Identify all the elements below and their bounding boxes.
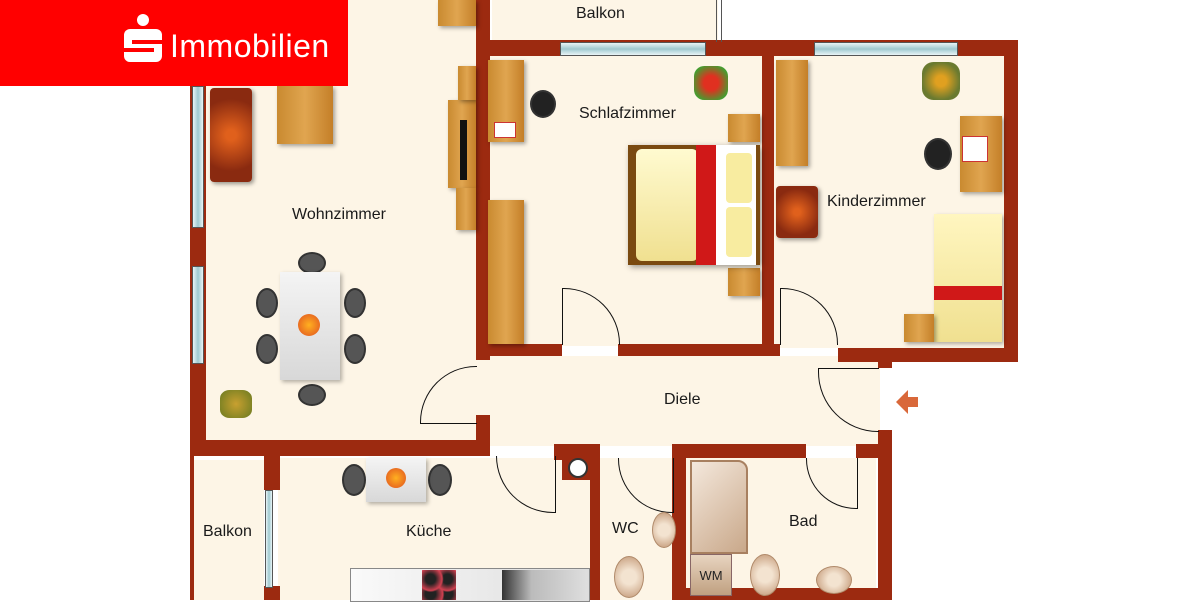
wall [856,444,892,458]
window [265,490,273,588]
wall [1004,40,1018,362]
room-label-bad: Bad [789,513,818,530]
balkon-top-floor [492,0,718,42]
toilet-icon [750,554,780,596]
wall [476,344,562,356]
shower-tray-icon [690,460,748,554]
nightstand [904,314,934,342]
single-bed [934,214,1002,342]
chair-icon [256,288,278,318]
fruit-bowl-icon [298,314,320,336]
chimney-icon [568,458,588,478]
room-label-kinderzimmer: Kinderzimmer [827,193,926,210]
office-chair-icon [924,138,952,170]
chair-icon [428,464,452,496]
wall [190,456,194,600]
nightstand [728,268,760,296]
balkon-left-floor [192,460,264,600]
room-label-schlafzimmer: Schlafzimmer [579,105,676,122]
plant-icon [694,66,728,100]
wardrobe [488,200,524,344]
wall [838,348,1018,362]
wardrobe [776,60,808,166]
wall [264,586,280,600]
stove-icon [422,570,456,600]
shelf [458,66,476,100]
wall [476,415,490,455]
balcony-railing [716,0,722,42]
fruit-bowl-icon [386,468,406,488]
diele-floor [480,356,880,446]
room-label-balkon-left: Balkon [203,523,252,540]
wall [476,0,490,360]
chair-icon [298,384,326,406]
wm-label: WM [699,567,723,583]
double-bed [628,145,760,265]
nightstand [728,114,760,142]
room-label-balkon-top: Balkon [576,5,625,22]
wall [672,444,806,458]
coffee-table [277,86,333,144]
sparkasse-s-icon [124,14,162,62]
window [192,86,204,228]
wall [672,444,686,600]
shelf [456,188,476,230]
brand-logo: Immobilien [0,0,348,86]
window [560,42,706,56]
plant-icon [922,62,960,100]
armchair [776,186,818,238]
washbasin-icon [816,566,852,594]
paper-icon [494,122,516,138]
chair-icon [256,334,278,364]
wall [878,430,892,600]
chair-icon [342,464,366,496]
wall [264,456,280,490]
wall [878,348,892,368]
wall [190,440,490,456]
wall [762,56,774,352]
sofa [210,88,252,182]
wall [590,444,600,600]
sink-icon [502,570,586,600]
room-label-diele: Diele [664,391,701,408]
wall [618,344,780,356]
cabinet-top [438,0,476,26]
wc-basin-icon [652,512,676,548]
washing-machine: WM [690,554,732,596]
window [814,42,958,56]
plant-icon [220,390,252,418]
office-chair-icon [530,90,556,118]
chair-icon [344,288,366,318]
chair-icon [344,334,366,364]
room-label-wohnzimmer: Wohnzimmer [292,206,386,223]
window [192,266,204,364]
room-label-wc: WC [612,520,639,537]
room-label-kueche: Küche [406,523,452,540]
chair-icon [298,252,326,274]
brand-name: Immobilien [170,28,330,64]
tv-icon [460,120,467,180]
paper-icon [962,136,988,162]
entrance-arrow-icon [896,390,918,414]
toilet-icon [614,556,644,598]
